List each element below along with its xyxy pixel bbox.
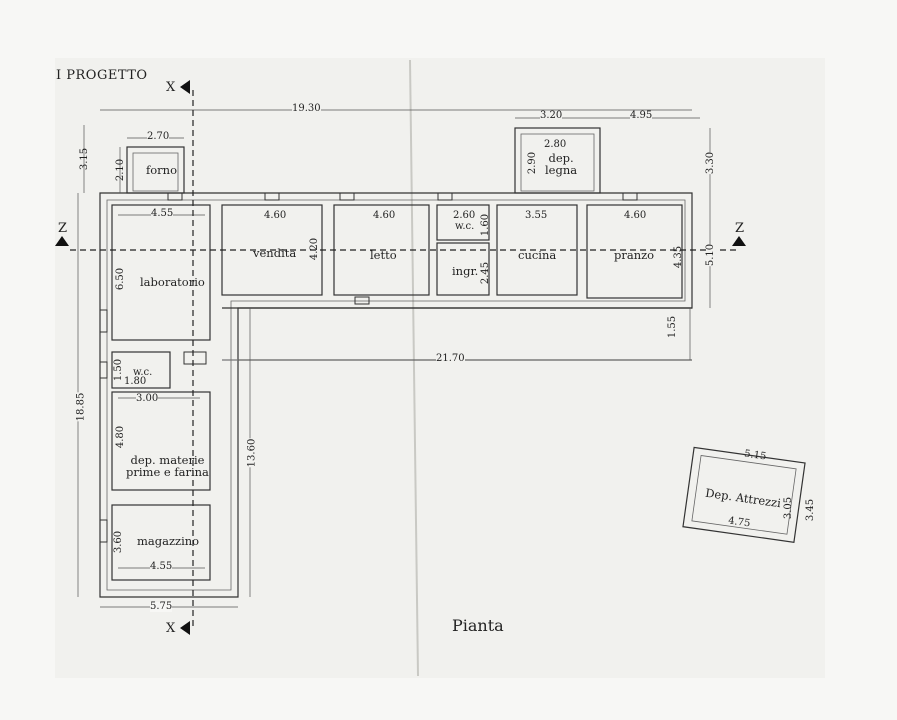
dim-pranzo-w: 4.60 [624,210,647,221]
room-pranzo-outline [586,204,683,299]
dim-legna-h: 2.90 [527,151,539,175]
dim-wc2-h: 1.50 [113,358,125,382]
room-label-magazzino: magazzino [137,534,200,548]
dim-right-330: 3.30 [705,151,717,175]
room-label-wc-left: w.c. [133,367,153,378]
drawing-title: I PROGETTO [56,68,148,83]
room-laboratorio-outline [111,204,211,341]
section-x-arrow-top [180,80,190,94]
dim-att-h-in: 3.05 [783,496,795,520]
room-wc-left-outline [111,351,171,389]
dim-wc-w: 2.60 [453,210,476,221]
room-label-pranzo: pranzo [614,248,655,262]
dim-att-h-out: 3.45 [805,498,817,522]
dim-total-top: 19.30 [292,103,321,114]
dim-bottom-575: 5.75 [150,601,173,612]
room-dep-materie-outline [111,391,211,491]
legna-outline [514,127,601,194]
dim-lab-w: 4.55 [151,208,174,219]
room-label-vendita: vendita [253,246,297,260]
photocopy-area [55,58,825,678]
room-wc-outline [436,204,490,241]
dim-vendita-w: 4.60 [264,210,287,221]
dim-wc-h: 1.60 [480,213,492,237]
dim-right-510: 5.10 [705,243,717,267]
dim-letto-w: 4.60 [373,210,396,221]
dim-mag-h: 3.60 [113,530,125,554]
dim-pranzo-h: 4.35 [673,245,685,269]
dim-left-1885: 18.85 [75,392,87,422]
dep-attrezzi-outline [682,446,806,543]
dim-legna-w: 2.80 [544,139,567,150]
section-x-label-bottom: X [166,621,176,636]
dim-ingr-h: 2.45 [480,261,492,285]
room-label-laboratorio: laboratorio [140,275,205,289]
room-label-letto: letto [370,248,397,262]
dim-wc2-w: 1.80 [124,376,147,387]
room-label-dep-legna: dep. legna [545,151,578,177]
dim-left-315: 3.15 [79,147,91,171]
room-label-dep-materie: dep. materie prime e farina [126,453,209,479]
section-z-arrow-right [732,236,746,246]
plan-caption: Pianta [452,616,504,635]
dim-top-320: 3.20 [540,110,563,121]
room-label-cucina: cucina [518,248,557,262]
section-z-label-left: Z [58,221,68,236]
room-ingr-outline [436,242,490,296]
section-x-label-top: X [166,80,176,95]
dim-lab-h: 6.50 [115,267,127,291]
dim-forno-w: 2.70 [147,131,170,142]
dim-top-495: 4.95 [630,110,653,121]
inner-wall-offset [106,199,686,591]
page-fold [409,59,419,677]
dim-forno-h: 2.10 [115,158,127,182]
dim-right-155: 1.55 [667,315,679,339]
forno-outline [126,146,185,194]
dim-vendita-h: 4.20 [309,237,321,261]
room-magazzino-outline [111,504,211,581]
dim-cucina-w: 3.55 [525,210,548,221]
section-z-label-right: Z [735,221,745,236]
section-z-arrow-left [55,236,69,246]
room-cucina-outline [496,204,578,296]
dim-mid-1360: 13.60 [246,438,258,468]
dim-total-2170: 21.70 [436,353,465,364]
room-label-forno: forno [146,163,178,177]
dim-mag-w: 4.55 [150,561,173,572]
room-label-ingr: ingr. [452,264,479,278]
section-x-arrow-bottom [180,621,190,635]
room-label-wc-top: w.c. [455,221,475,232]
dim-dep-w: 3.00 [136,393,159,404]
dim-dep-h: 4.80 [115,425,127,449]
